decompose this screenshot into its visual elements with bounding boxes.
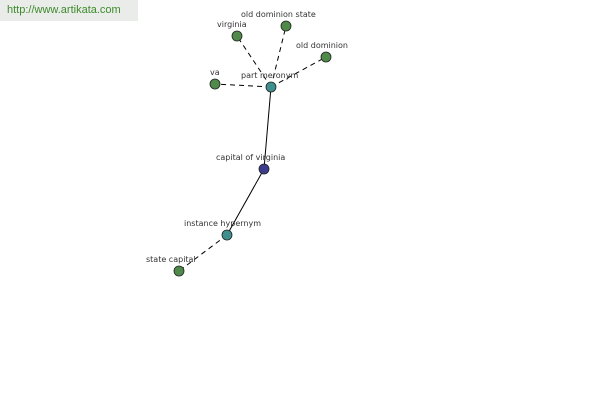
- label-capital-of-virginia[interactable]: capital of virginia: [216, 153, 285, 162]
- label-old-dominion-state[interactable]: old dominion state: [241, 10, 316, 19]
- node-state-capital[interactable]: [173, 265, 185, 277]
- site-url-link[interactable]: http://www.artikata.com: [7, 4, 121, 16]
- node-virginia[interactable]: [231, 30, 243, 42]
- label-instance-hypernym[interactable]: instance hypernym: [184, 219, 261, 228]
- edge-part-meronym-to-va: [214, 83, 272, 88]
- edge-part-meronym-to-old-dominion: [270, 56, 327, 88]
- label-part-meronym[interactable]: part meronym: [241, 71, 298, 80]
- label-old-dominion[interactable]: old dominion: [296, 41, 348, 50]
- node-old-dominion[interactable]: [320, 51, 332, 63]
- node-capital-of-virginia[interactable]: [258, 163, 270, 175]
- edge-instance-hypernym-to-state-capital: [178, 234, 228, 272]
- edge-part-meronym-to-old-dominion-state: [270, 25, 287, 88]
- node-instance-hypernym[interactable]: [221, 229, 233, 241]
- edge-capital-of-virginia-to-part-meronym: [263, 86, 272, 170]
- label-virginia[interactable]: virginia: [217, 20, 247, 29]
- node-layer: [173, 20, 332, 277]
- label-layer: capital of virginia part meronym instance …: [146, 10, 348, 264]
- node-va[interactable]: [209, 78, 221, 90]
- site-banner: http://www.artikata.com: [0, 0, 138, 21]
- label-state-capital[interactable]: state capital: [146, 255, 196, 264]
- edge-capital-of-virginia-to-instance-hypernym: [226, 168, 265, 236]
- label-va[interactable]: va: [210, 68, 220, 77]
- node-part-meronym[interactable]: [265, 81, 277, 93]
- edge-part-meronym-to-virginia: [236, 35, 272, 88]
- node-old-dominion-state[interactable]: [280, 20, 292, 32]
- edge-layer: [178, 25, 327, 272]
